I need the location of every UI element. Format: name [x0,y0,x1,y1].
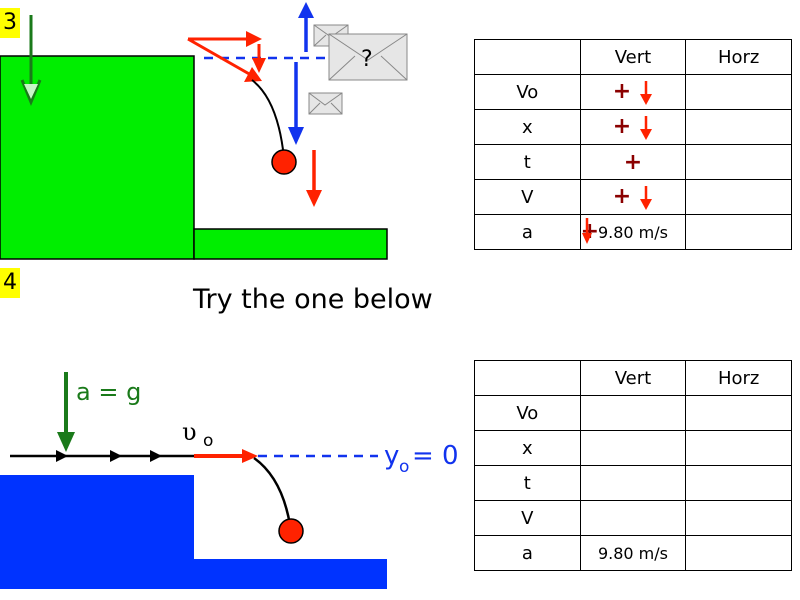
accel-value: 9.80 m/s [597,222,668,242]
row-label: t [474,144,581,180]
row-label: x [474,109,581,145]
row-label: a [474,535,581,571]
path-arrowhead [150,450,162,462]
y0-subscript: o [399,457,409,477]
path-arrowhead [110,450,122,462]
problem-number-3: 3 [0,8,20,38]
top-red-down-arrow [306,150,322,207]
vert-cell[interactable]: + [579,179,687,215]
horz-cell[interactable] [685,430,792,466]
sign-plus: + [623,149,643,175]
vert-cell[interactable] [579,395,687,431]
bottom-ball [278,518,304,544]
vert-cell[interactable]: + [579,74,687,110]
horz-cell[interactable] [685,465,792,501]
header-cell [474,39,581,75]
down-arrow-icon [640,80,653,105]
row-label: x [474,430,581,466]
sign-plus: + [612,113,632,139]
accel-label: a = g [76,378,141,406]
top-blue-arrows [288,2,314,145]
table-row: Vo + [474,74,792,110]
bottom-cliff [0,475,194,589]
header-cell: Vert [579,39,687,75]
row-label: Vo [474,395,581,431]
table-row: a + 9.80 m/s [474,214,792,250]
vert-cell[interactable] [579,465,687,501]
table-header-row: Vert Horz [474,360,792,396]
vert-cell[interactable]: + [579,144,687,180]
horz-cell[interactable] [685,395,792,431]
vert-cell[interactable]: 9.80 m/s [579,535,687,571]
vert-cell[interactable] [579,500,687,536]
bottom-ground [194,559,387,589]
table-row: a 9.80 m/s [474,535,792,571]
kinematics-table-bottom: Vert Horz Vo x t V a 9.80 m/s [474,360,792,571]
mystery-label: ? [361,47,373,72]
vert-cell[interactable]: + [579,109,687,145]
top-gravity-arrow [20,15,42,106]
header-cell: Vert [579,360,687,396]
table-row: x [474,430,792,466]
horz-cell[interactable] [685,179,792,215]
table-header-row: Vert Horz [474,39,792,75]
table-row: V + [474,179,792,215]
table-row: x + [474,109,792,145]
top-diagram: ? [0,2,408,260]
table-row: V [474,500,792,536]
down-arrow-icon [640,115,653,140]
header-cell: Horz [685,360,792,396]
horz-cell[interactable] [685,214,792,250]
horz-cell[interactable] [685,535,792,571]
horz-cell[interactable] [685,74,792,110]
problem-number-4: 4 [0,268,20,298]
top-velocity-triangle [187,31,266,82]
instruction-heading: Try the one below [193,284,433,315]
horz-cell[interactable] [685,500,792,536]
envelope-icon [308,92,343,115]
vert-cell[interactable]: + 9.80 m/s [579,214,687,250]
table-row: t [474,465,792,501]
down-arrow-icon [581,218,592,244]
y0-value: = 0 [412,441,459,471]
y0-label: y [384,441,399,471]
header-cell [474,360,581,396]
v0-arrow [194,449,258,463]
row-label: V [474,179,581,215]
top-trajectory [251,79,285,159]
sign-plus: + [612,78,632,104]
table-row: Vo [474,395,792,431]
path-arrowhead [56,450,68,462]
mystery-envelope-icon: ? [328,33,408,81]
table-row: t + [474,144,792,180]
row-label: t [474,465,581,501]
horz-cell[interactable] [685,109,792,145]
v0-label: υ [182,418,197,446]
header-cell: Horz [685,39,792,75]
row-label: a [474,214,581,250]
top-ball [271,149,297,175]
v0-subscript: o [203,431,213,451]
top-ground [193,228,388,260]
vert-cell[interactable] [579,430,687,466]
horz-cell[interactable] [685,144,792,180]
row-label: V [474,500,581,536]
down-arrow-icon [640,185,653,210]
bottom-diagram: a = g υ o y o = 0 [0,372,459,589]
sign-plus: + [612,183,632,209]
bottom-gravity-arrow [57,372,75,452]
kinematics-table-top: Vert Horz Vo + x + t + V + a + 9.80 m/s [474,39,792,250]
bottom-trajectory [253,456,292,526]
row-label: Vo [474,74,581,110]
